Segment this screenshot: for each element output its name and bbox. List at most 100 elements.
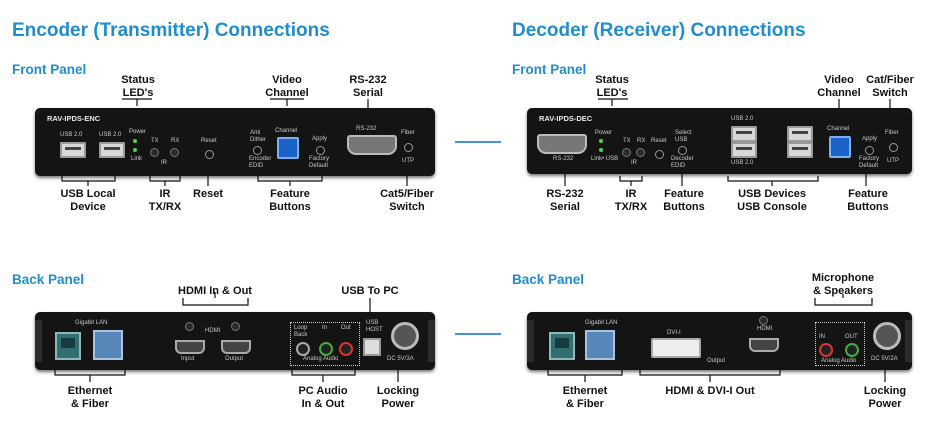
dec-label-feature-buttons-left: Feature Buttons [663,188,705,213]
usb1-label: USB 2.0 [60,132,83,138]
dec-apply-button[interactable] [865,146,874,155]
label-feature-buttons: Feature Buttons [269,188,311,213]
decoder-title: Decoder (Receiver) Connections [512,20,806,41]
usb-b-port[interactable] [363,338,381,356]
apply-button[interactable] [316,146,325,155]
dec-link-usb-label: Link• USB [591,156,619,162]
dec-fiber-sfp-port[interactable] [585,330,615,360]
dec-output-label: Output [707,358,726,364]
dec-label-rs232-serial: RS-232 Serial [546,188,584,213]
dec-label-hdmi-dvi-out: HDMI & DVI-I Out [665,385,755,397]
encoder-front-panel: RAV-IPDS-ENC USB 2.0 USB 2.0 Power Link … [35,108,435,176]
dec-ir-tx-window [622,148,631,157]
decoder-front-panel-heading: Front Panel [512,62,587,77]
dec-power-led [599,139,603,143]
audio-in-label: In [322,325,328,331]
decoder-model-label: RAV-IPDS-DEC [539,114,593,123]
analog-audio-label: Analog Audio [303,356,339,362]
ir-tx-window [150,148,159,157]
rs232-label: RS-232 [356,126,377,132]
usb-port-2[interactable] [99,142,125,158]
dec-label-locking-power: Locking Power [863,385,907,410]
encoder-model-label: RAV-IPDS-ENC [47,114,101,123]
dec-label-feature-buttons-right: Feature Buttons [847,188,889,213]
ir-rx-window [170,148,179,157]
select-usb-button[interactable] [678,146,687,155]
ethernet-port[interactable] [55,332,81,360]
loop-back-jack[interactable] [296,342,310,356]
audio-out-label: Out [341,325,351,331]
dec-hdmi-output-port[interactable] [749,338,779,352]
dvi-i-label: DVI-I [667,330,681,336]
dec-rs232-label: RS-232 [553,156,574,162]
status-led [133,148,137,152]
dec-channel-label: Channel [827,126,850,132]
label-cat5-fiber-switch: Cat5/Fiber Switch [380,188,434,213]
reset-button[interactable] [205,150,214,159]
fiber-sfp-port[interactable] [93,330,123,360]
decoder-edid-label: Decoder EDID [671,156,694,169]
label-status-leds: Status LED's [121,74,155,99]
label-video-channel: Video Channel [265,74,309,99]
power-led [133,139,137,143]
divider-line-bottom [455,333,501,335]
dec-cat-fiber-switch[interactable] [889,143,898,152]
mic-in-jack[interactable] [819,343,833,357]
locking-power-jack[interactable] [391,322,419,350]
dec-usb1-label: USB 2.0 [731,116,754,122]
channel-selector-dial[interactable] [277,137,299,159]
audio-in-jack[interactable] [319,342,333,356]
encoder-back-panel: Gigabit LAN HDMI Input Output Loop Back … [35,312,435,370]
right-mount-ear [428,320,435,362]
encoder-edid-label: Encoder EDID [249,156,272,169]
rs232-port[interactable] [347,135,397,155]
dec-ethernet-port[interactable] [549,332,575,360]
dec-label-video-channel: Video Channel [817,74,861,99]
select-usb-label: Select USB [675,130,692,143]
speaker-out-jack[interactable] [845,343,859,357]
dec-apply-label: Apply [862,136,878,142]
reset-label: Reset [201,138,217,144]
dec-power-label: Power [595,130,613,136]
dec-factory-default-label: Factory Default [859,156,880,169]
dec-status-led [599,148,603,152]
anti-dither-button[interactable] [253,146,262,155]
dvi-i-port[interactable] [651,338,701,358]
dec-left-mount-ear [527,320,534,362]
cat5-fiber-switch[interactable] [404,143,413,152]
dec-usb-port-1[interactable] [731,126,757,142]
channel-label: Channel [275,128,298,134]
hdmi-out-lock-screw [231,322,240,331]
anti-dither-label: Anti Dither [250,130,267,143]
usb-host-label: USB HOST [366,320,383,333]
dec-usb-console-1[interactable] [787,126,813,142]
dec-rs232-port[interactable] [537,134,587,154]
audio-out-jack[interactable] [339,342,353,356]
label-usb-to-pc: USB To PC [341,285,399,297]
usb-port-1[interactable] [60,142,86,158]
dec-reset-button[interactable] [655,150,664,159]
dec-channel-selector-dial[interactable] [829,136,851,158]
dec-gigabit-lan-label: Gigabit LAN [585,320,618,326]
label-reset: Reset [193,188,223,200]
apply-label: Apply [312,136,328,142]
dec-right-mount-ear [905,320,912,362]
factory-default-label: Factory Default [309,156,330,169]
dec-utp-label: UTP [887,158,899,164]
hdmi-output-port[interactable] [221,340,251,354]
label-ir-txrx: IR TX/RX [148,188,182,213]
decoder-front-panel: RAV-IPDS-DEC RS-232 Power Link• USB TX R… [527,108,912,174]
tx-label: TX [151,138,159,144]
ir-label: IR [161,160,167,166]
dec-ir-label: IR [631,160,637,166]
dec-usb-console-2[interactable] [787,142,813,158]
dec-label-cat-fiber-switch: Cat/Fiber Switch [866,74,914,99]
dec-locking-power-jack[interactable] [873,322,901,350]
dec-usb-port-2[interactable] [731,142,757,158]
dec-ir-rx-window [636,148,645,157]
dec-reset-label: Reset [651,138,667,144]
input-label: Input [181,356,195,362]
utp-label: UTP [402,158,414,164]
hdmi-input-port[interactable] [175,340,205,354]
